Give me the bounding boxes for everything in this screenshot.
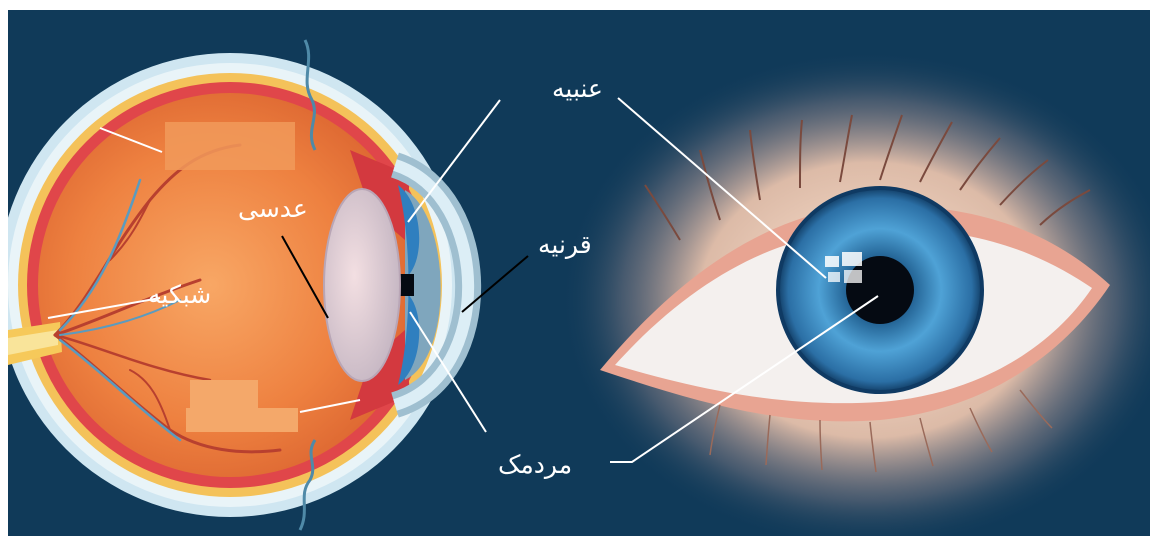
label-iris: عنبیه (552, 76, 603, 101)
label-retina: شبکیه (148, 282, 211, 307)
label-cornea: قرنیه (538, 232, 592, 257)
label-pupil: مردمک (498, 452, 572, 477)
lens-shape (324, 189, 400, 381)
pupil-shape (846, 256, 914, 324)
label-lens: عدسی (238, 196, 308, 221)
